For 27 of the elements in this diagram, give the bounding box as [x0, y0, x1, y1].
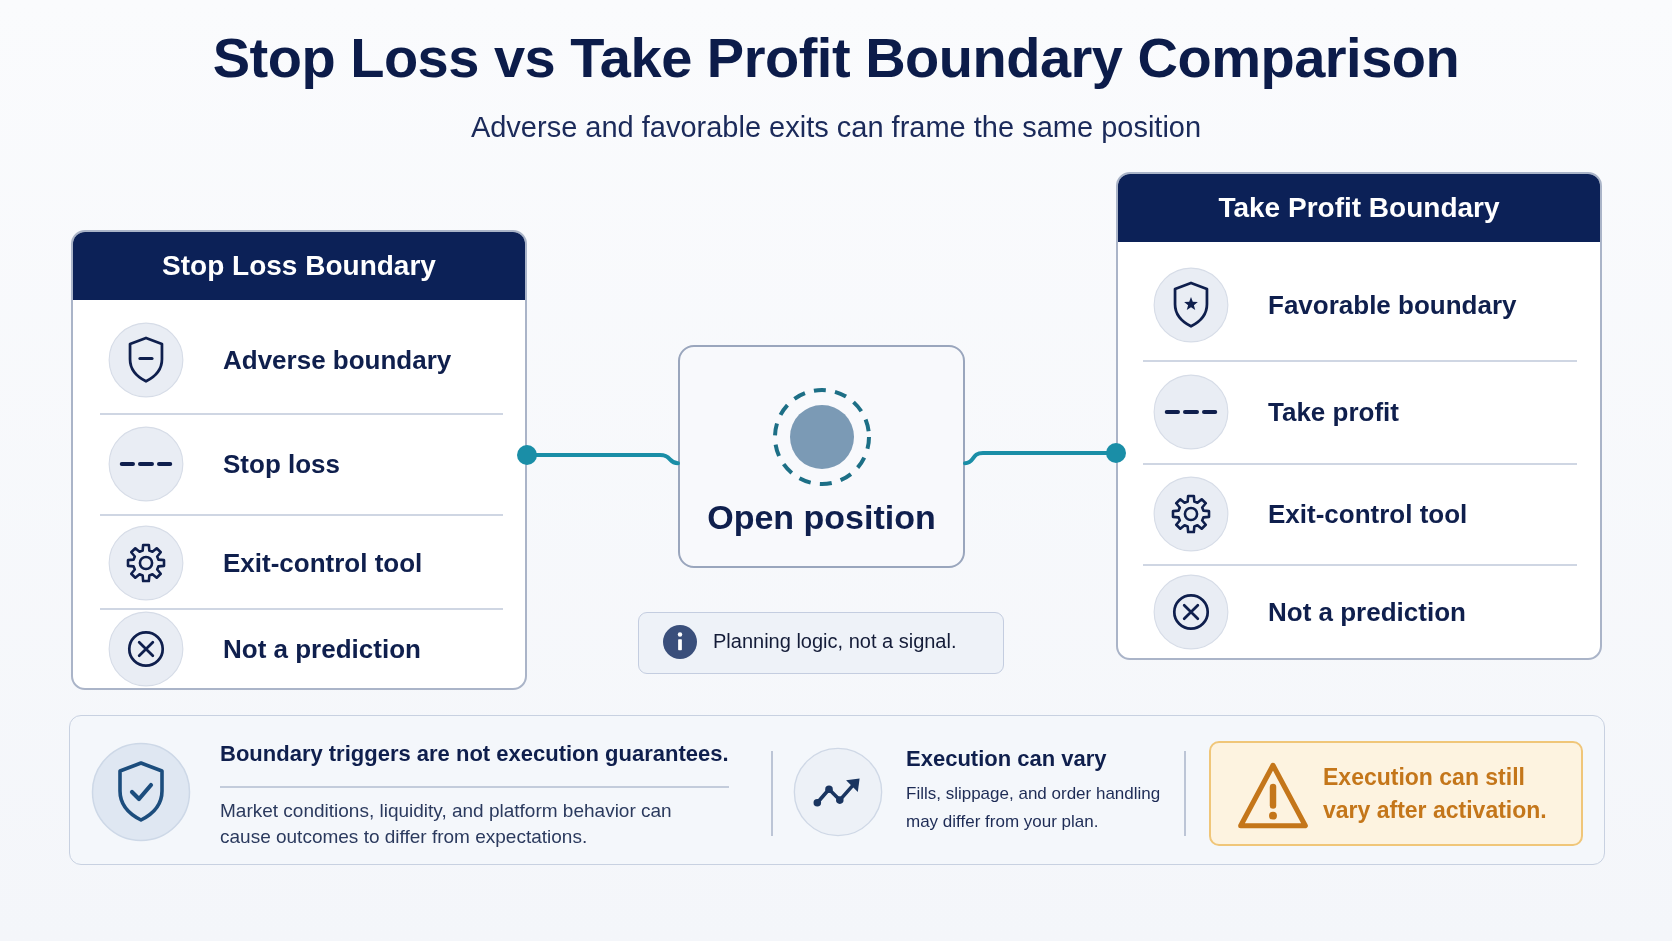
row-label: Exit-control tool: [1268, 498, 1468, 530]
connector-line: [517, 445, 680, 466]
row-label: Stop loss: [223, 448, 340, 480]
warning-callout: [1209, 741, 1583, 846]
boundary-panel: [1116, 172, 1602, 660]
boundary-panel: [71, 230, 527, 690]
panel-title: Stop Loss Boundary: [73, 232, 525, 300]
node-label: Open position: [706, 497, 937, 538]
row-label: Favorable boundary: [1268, 289, 1517, 321]
row-label: Not a prediction: [1268, 596, 1466, 628]
note-body: Market conditions, liquidity, and platform behavior can cause outcomes to differ from expectations.: [220, 799, 673, 849]
position-card: [678, 345, 965, 568]
subtitle: Adverse and favorable exits can frame the same position: [469, 110, 1203, 145]
row-label: Take profit: [1268, 396, 1399, 428]
note-text: Planning logic, not a signal.: [713, 629, 957, 653]
disclaimer-bar: [69, 715, 1605, 865]
title: Stop Loss vs Take Profit Boundary Comparison: [211, 25, 1461, 91]
panel-title: Take Profit Boundary: [1118, 174, 1600, 242]
row-label: Exit-control tool: [223, 547, 423, 579]
row-label: Not a prediction: [223, 633, 421, 665]
connector-line: [963, 443, 1126, 466]
warning-text: Execution can still vary after activation.: [1323, 763, 1548, 825]
note-pill: [638, 612, 1004, 674]
note-heading: Boundary triggers are not execution guarantees.: [220, 741, 729, 768]
note-body: Fills, slippage, and order handling may differ from your plan.: [906, 783, 1162, 833]
row-label: Adverse boundary: [223, 344, 452, 376]
note-heading: Execution can vary: [906, 746, 1107, 773]
